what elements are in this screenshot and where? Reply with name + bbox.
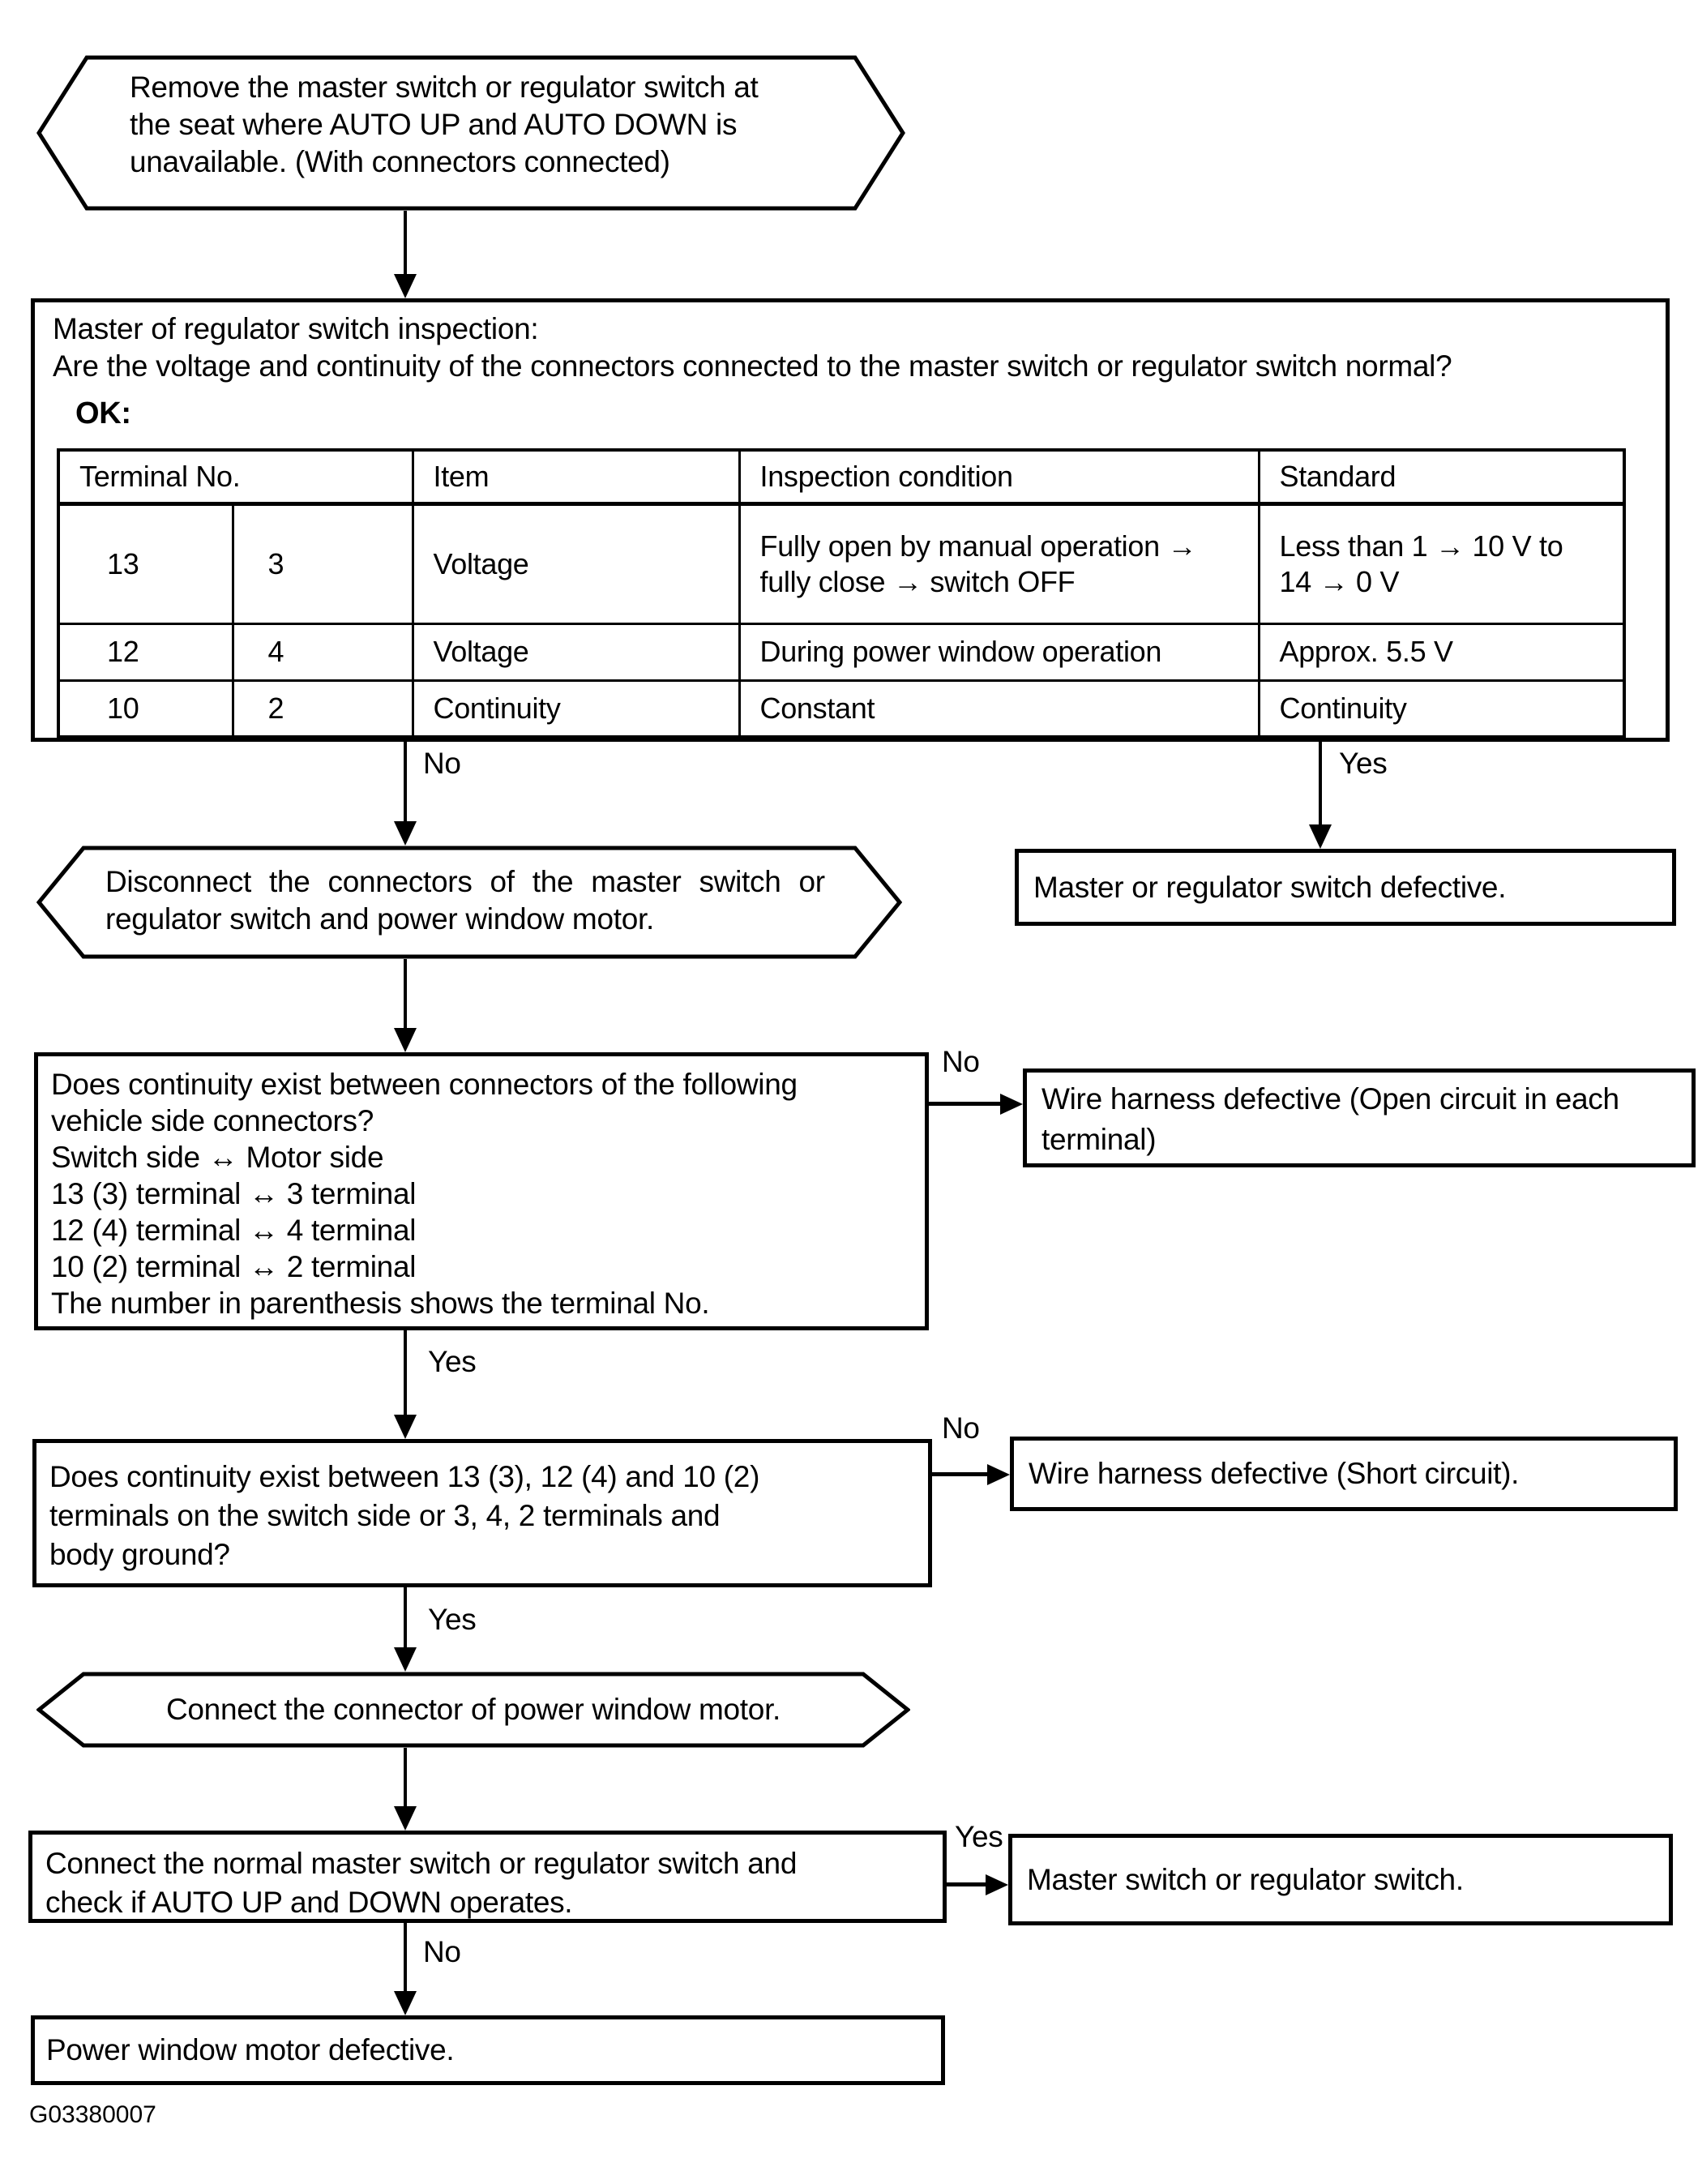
inspection-title: Master of regulator switch inspection: [53,312,539,345]
cell-terminal-a: 13 [57,502,234,625]
text-line: terminals on the switch side or 3, 4, 2 … [49,1499,721,1532]
continuity-question2-box: Does continuity exist between 13 (3), 12… [32,1439,932,1587]
header-standard: Standard [1257,448,1626,505]
cell-condition: Constant [738,679,1260,739]
arrowhead-down-icon [394,1415,417,1439]
cell-condition: Fully open by manual operation → fully c… [738,502,1260,625]
hexagon-shape [36,846,902,959]
flow-line [404,1587,407,1647]
text-line: The number in parenthesis shows the term… [51,1287,710,1320]
ok-label: OK: [75,396,131,430]
flow-line [404,1748,407,1806]
text-line: Connect the normal master switch or regu… [45,1847,798,1880]
result-master-switch-box: Master switch or regulator switch. [1008,1834,1673,1925]
cell-terminal-a: 12 [57,622,234,682]
flow-line [404,1330,407,1416]
result-master-switch-text: Master switch or regulator switch. [1027,1862,1464,1896]
cell-terminal-a: 10 [57,679,234,739]
text-line: 12 (4) terminal ↔ 4 terminal [51,1214,417,1247]
flow-line [404,211,407,276]
arrowhead-right-icon [986,1874,1008,1895]
header-item: Item [411,448,741,505]
arrowhead-down-icon [394,821,417,846]
cell-condition: During power window operation [738,622,1260,682]
text-line: vehicle side connectors? [51,1104,374,1137]
inspection-table: Terminal No. Item Inspection condition S… [57,448,1626,739]
table-header-row: Terminal No. Item Inspection condition S… [57,448,1626,505]
continuity-question1-box: Does continuity exist between connectors… [34,1052,929,1330]
arrowhead-down-icon [394,1991,417,2015]
step-remove-switch-hexagon: Remove the master switch or regulator sw… [36,55,905,211]
cell-standard: Less than 1 → 10 V to 14 → 0 V [1257,502,1626,625]
text-line: the seat where AUTO UP and AUTO DOWN is [130,108,738,141]
branch-label-no: No [423,1935,461,1968]
flow-line [1319,742,1322,824]
figure-id: G03380007 [29,2101,156,2128]
branch-label-no: No [942,1411,980,1445]
result-motor-defective-box: Power window motor defective. [31,2015,945,2085]
arrowhead-down-icon [394,274,417,298]
flow-line [947,1882,986,1886]
arrowhead-down-icon [394,1647,417,1672]
result-open-circuit-box: Wire harness defective (Open circuit in … [1023,1068,1696,1167]
header-terminal-no: Terminal No. [57,448,414,505]
text-line: check if AUTO UP and DOWN operates. [45,1886,573,1919]
cell-terminal-b: 3 [231,502,414,625]
header-inspection-condition: Inspection condition [738,448,1260,505]
hexagon-shape [36,55,905,211]
text-line: Disconnect the connectors of the master … [105,865,825,898]
text-line: Remove the master switch or regulator sw… [130,71,759,104]
branch-label-yes: Yes [428,1603,477,1636]
branch-label-yes: Yes [955,1820,1003,1853]
arrowhead-right-icon [987,1464,1010,1485]
text-line: Connect the connector of power window mo… [165,1693,781,1726]
cell-standard: Approx. 5.5 V [1257,622,1626,682]
arrowhead-down-icon [394,1028,417,1052]
text-line: body ground? [49,1538,230,1571]
result-master-defective-text: Master or regulator switch defective. [1033,870,1507,904]
table-row: 12 4 Voltage During power window operati… [57,622,1626,682]
result-motor-defective-text: Power window motor defective. [46,2033,455,2066]
step-disconnect-text: Disconnect the connectors of the master … [105,863,851,938]
table-row: 13 3 Voltage Fully open by manual operat… [57,502,1626,625]
flow-line [404,1923,407,1991]
step-connect-motor-text: Connect the connector of power window mo… [36,1672,910,1748]
flow-line [929,1102,1005,1106]
cell-terminal-b: 2 [231,679,414,739]
inspection-question: Are the voltage and continuity of the co… [53,349,1452,383]
branch-label-yes: Yes [1339,747,1388,780]
flow-line [404,959,407,1028]
text-line: Switch side ↔ Motor side [51,1141,384,1174]
arrowhead-down-icon [1309,824,1332,849]
branch-label-yes: Yes [428,1345,477,1378]
result-short-circuit-box: Wire harness defective (Short circuit). [1010,1437,1678,1511]
table-row: 10 2 Continuity Constant Continuity [57,679,1626,739]
result-open-circuit-text: Wire harness defective (Open circuit in … [1041,1082,1619,1156]
cell-item: Voltage [411,502,741,625]
step-connect-motor-hexagon: Connect the connector of power window mo… [36,1672,910,1748]
arrowhead-right-icon [1000,1094,1023,1115]
arrowhead-down-icon [394,1806,417,1831]
text-line: 13 (3) terminal ↔ 3 terminal [51,1177,417,1210]
branch-label-no: No [942,1045,980,1078]
text-line: unavailable. (With connectors connected) [130,145,670,178]
cell-item: Voltage [411,622,741,682]
text-line: Does continuity exist between 13 (3), 12… [49,1460,760,1493]
hexagon-shape [36,1672,910,1748]
branch-label-no: No [423,747,461,780]
text-line: regulator switch and power window motor. [105,902,654,936]
result-short-circuit-text: Wire harness defective (Short circuit). [1029,1457,1520,1490]
step-remove-switch-text: Remove the master switch or regulator sw… [130,69,875,181]
cell-item: Continuity [411,679,741,739]
cell-terminal-b: 4 [231,622,414,682]
step-disconnect-hexagon: Disconnect the connectors of the master … [36,846,902,959]
result-master-defective-box: Master or regulator switch defective. [1015,849,1676,926]
inspection-box: Master of regulator switch inspection: A… [31,298,1670,742]
connect-normal-switch-box: Connect the normal master switch or regu… [28,1831,947,1923]
cell-standard: Continuity [1257,679,1626,739]
flow-line [404,742,407,823]
text-line: Does continuity exist between connectors… [51,1068,798,1101]
flow-line [932,1472,989,1476]
text-line: 10 (2) terminal ↔ 2 terminal [51,1250,417,1283]
